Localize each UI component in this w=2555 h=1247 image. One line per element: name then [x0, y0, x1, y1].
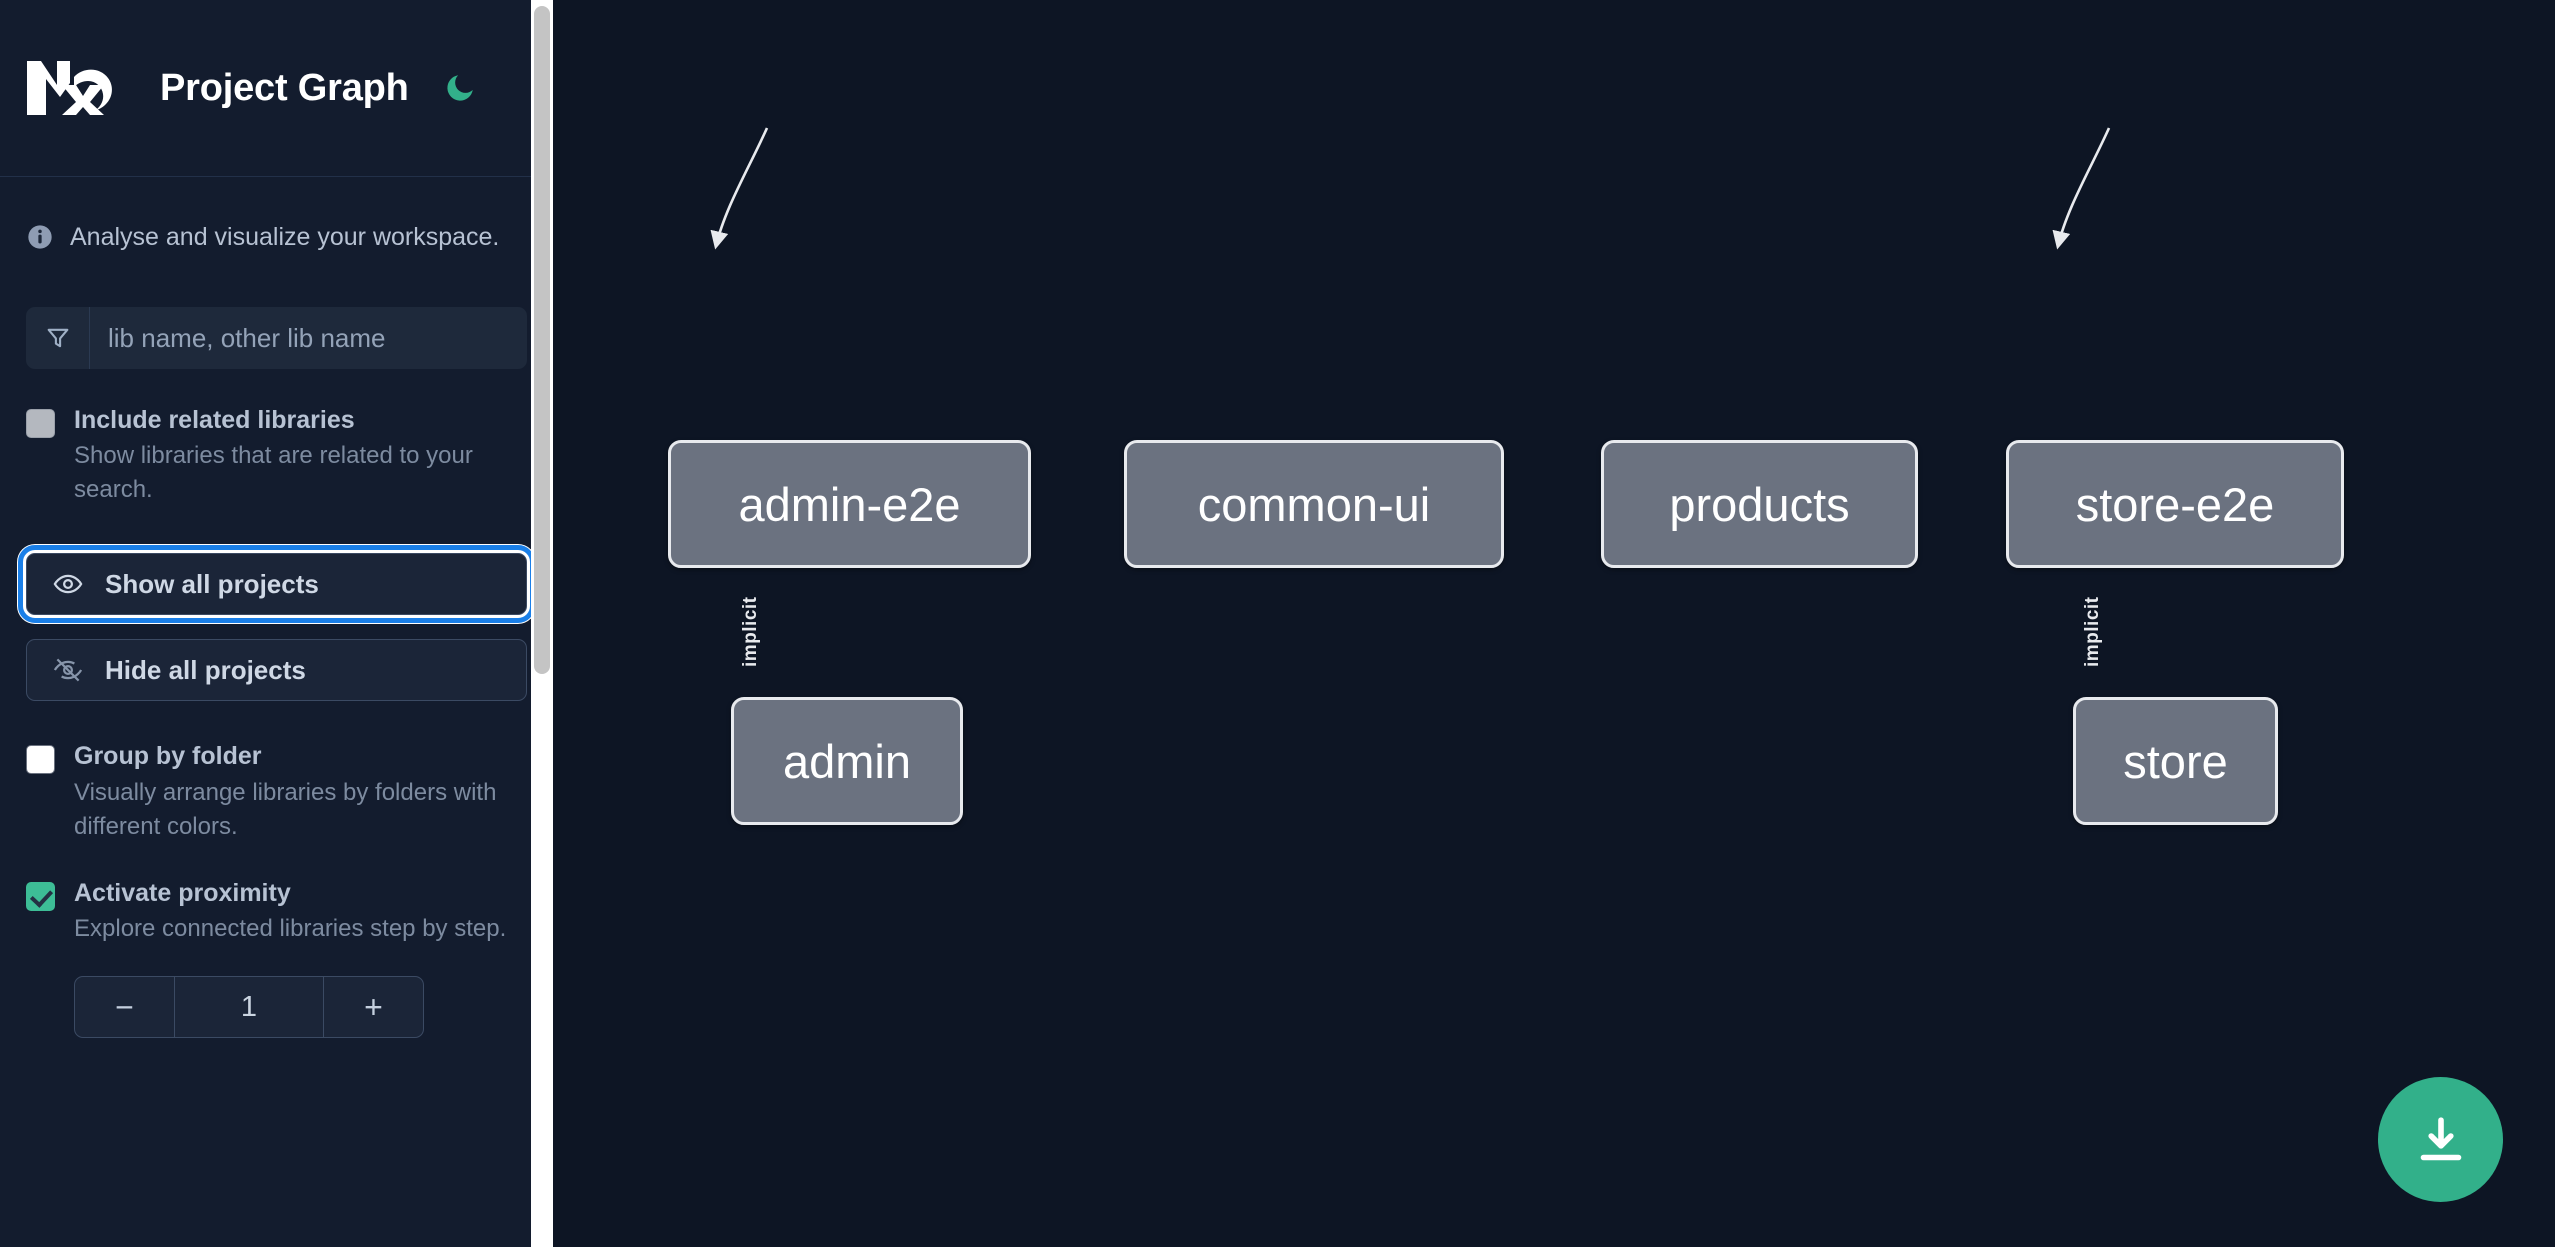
download-icon [2420, 1116, 2461, 1160]
graph-node-store-e2e[interactable]: store-e2e [2006, 440, 2344, 568]
sidebar: Project Graph Analyse and visualize your… [0, 0, 553, 1247]
option-group-by-folder[interactable]: Group by folder Visually arrange librari… [26, 741, 527, 843]
graph-node-products[interactable]: products [1601, 440, 1918, 568]
option-description: Show libraries that are related to your … [74, 442, 473, 504]
workspace-tagline: Analyse and visualize your workspace. [26, 177, 527, 265]
edge-store-e2e-to-store [2052, 127, 2111, 250]
option-activate-proximity[interactable]: Activate proximity Explore connected lib… [26, 878, 527, 1039]
nx-logo [27, 61, 112, 115]
info-icon [28, 225, 52, 249]
proximity-stepper: − 1 + [74, 976, 424, 1039]
hide-all-projects-label: Hide all projects [105, 654, 306, 685]
node-label: store-e2e [2075, 477, 2275, 531]
option-description: Explore connected libraries step by step… [74, 915, 507, 943]
show-all-projects-button[interactable]: Show all projects [18, 545, 535, 624]
checkbox-activate-proximity[interactable] [26, 881, 55, 911]
checkbox-include-related-libraries[interactable] [26, 409, 55, 438]
option-description: Visually arrange libraries by folders wi… [74, 778, 497, 840]
option-label: Group by folder [74, 742, 262, 771]
node-label: store [2123, 734, 2228, 788]
node-label: products [1669, 477, 1850, 531]
filter-funnel-icon [26, 307, 90, 369]
graph-canvas[interactable]: admin-e2e common-ui products store-e2e a… [553, 0, 2555, 1247]
edge-admin-e2e-to-admin [710, 127, 769, 250]
show-all-projects-label: Show all projects [105, 568, 319, 599]
tagline-text: Analyse and visualize your workspace. [70, 222, 500, 251]
graph-node-admin-e2e[interactable]: admin-e2e [668, 440, 1031, 568]
node-label: admin-e2e [738, 477, 961, 531]
moon-icon[interactable] [437, 65, 483, 111]
hide-all-projects-button[interactable]: Hide all projects [26, 639, 527, 702]
option-label: Include related libraries [74, 406, 355, 434]
graph-node-admin[interactable]: admin [731, 697, 963, 825]
eye-slash-icon [53, 658, 83, 682]
node-label: admin [782, 734, 911, 788]
graph-node-common-ui[interactable]: common-ui [1124, 440, 1504, 568]
sidebar-scrollbar-track[interactable] [531, 0, 553, 1247]
proximity-value: 1 [240, 990, 258, 1023]
proximity-increment-button[interactable]: + [323, 977, 423, 1038]
sidebar-header: Project Graph [0, 0, 553, 177]
graph-edges-layer [710, 127, 2111, 250]
download-graph-button[interactable] [2378, 1077, 2503, 1202]
graph-node-store[interactable]: store [2073, 697, 2278, 825]
option-include-related-libraries[interactable]: Include related libraries Show libraries… [26, 405, 527, 507]
edge-label-admin-e2e-to-admin: implicit [740, 596, 761, 667]
search-input[interactable] [90, 307, 527, 369]
edge-label-store-e2e-to-store: implicit [2082, 596, 2103, 667]
option-label: Activate proximity [74, 878, 291, 907]
search-box[interactable] [26, 307, 527, 369]
eye-icon [53, 575, 83, 594]
visibility-button-group: Show all projects Hide all projects [18, 545, 535, 702]
page-title: Project Graph [160, 66, 409, 109]
proximity-decrement-button[interactable]: − [75, 977, 175, 1038]
sidebar-scrollbar-thumb[interactable] [534, 6, 550, 674]
sidebar-body: Analyse and visualize your workspace. In… [0, 177, 553, 1039]
checkbox-group-by-folder[interactable] [26, 745, 55, 775]
node-label: common-ui [1197, 477, 1431, 531]
